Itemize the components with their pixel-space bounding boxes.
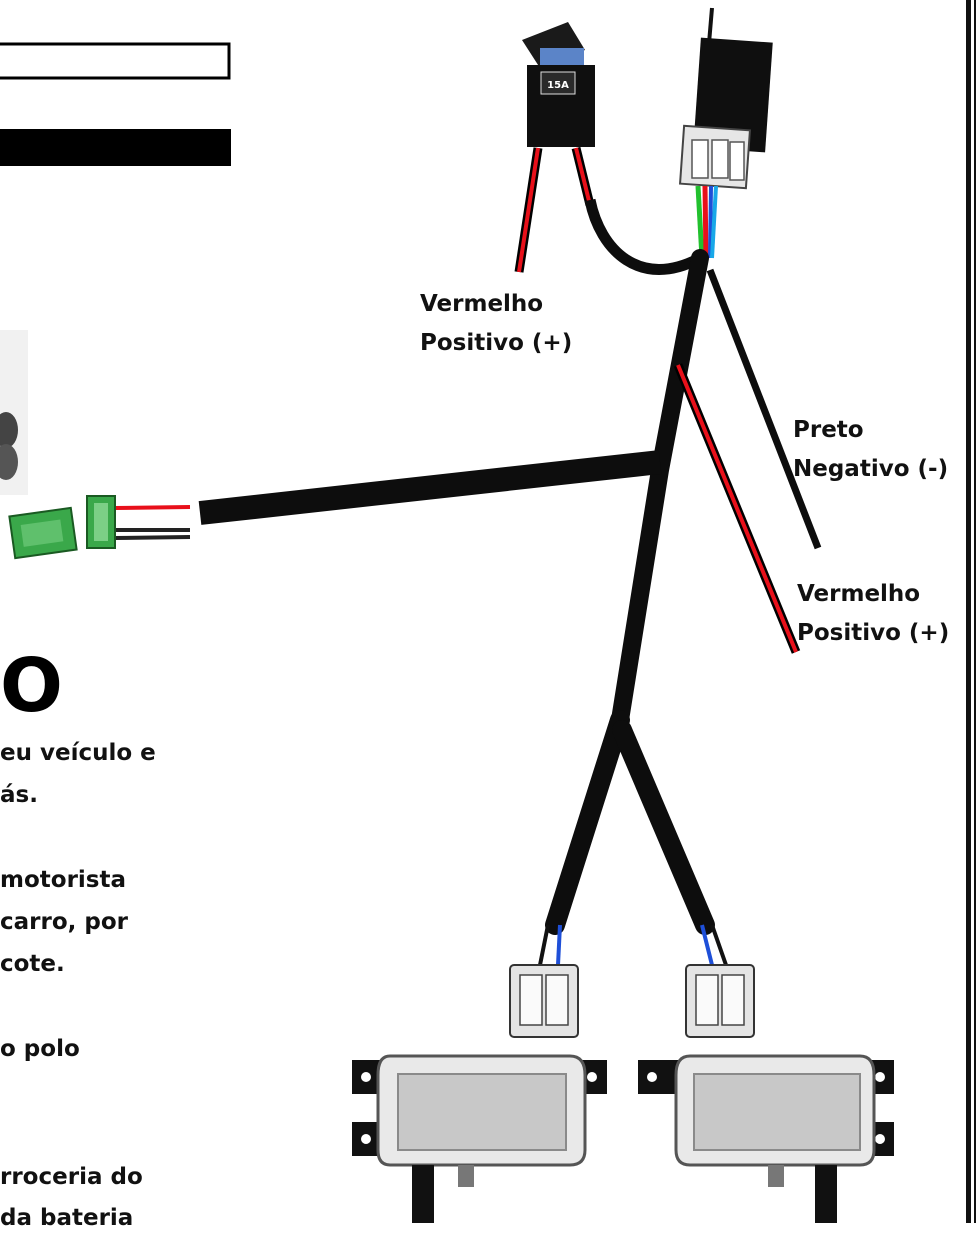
text-line: motorista — [0, 867, 126, 893]
split-harness-right — [612, 720, 715, 935]
switch-connector-icon — [8, 495, 116, 560]
label-red-positive-lower: Vermelho Positivo (+) — [797, 575, 949, 653]
fuse-holder-icon: 15A — [522, 22, 595, 147]
label-black-negative: Preto Negativo (-) — [793, 411, 948, 489]
label-line: Positivo (+) — [420, 330, 573, 356]
text-line: o polo — [0, 1036, 80, 1062]
black-bar — [0, 129, 231, 166]
right-border — [966, 0, 971, 1223]
negative-wire — [706, 268, 822, 550]
text-line: carro, por — [0, 909, 128, 935]
split-harness-left — [545, 710, 630, 935]
grommet-icon — [0, 330, 28, 495]
fuse-rating-label: 15A — [547, 80, 569, 91]
fuse-harness — [584, 198, 703, 275]
text-line: ás. — [0, 782, 38, 808]
lamp-connector-left-icon — [509, 964, 579, 1038]
label-line: Vermelho — [420, 291, 544, 317]
heading-fragment: O — [0, 643, 63, 729]
text-line: rroceria do — [0, 1164, 143, 1190]
lamp-connector-right-icon — [685, 964, 755, 1038]
switch-harness — [198, 450, 662, 525]
text-line: da bateria — [0, 1205, 134, 1231]
right-border-thin — [974, 0, 976, 1223]
fog-lamp-right-icon — [638, 1054, 894, 1223]
fog-lamp-left-icon — [352, 1054, 607, 1223]
label-line: Negativo (-) — [793, 456, 949, 482]
label-line: Preto — [793, 417, 864, 443]
label-red-positive-top: Vermelho Positivo (+) — [420, 285, 572, 363]
main-harness — [611, 249, 709, 729]
label-line: Vermelho — [797, 581, 921, 607]
outline-bar — [0, 42, 231, 80]
relay-icon — [678, 7, 773, 190]
text-line: eu veículo e — [0, 740, 156, 766]
label-line: Positivo (+) — [797, 620, 950, 646]
text-line: cote. — [0, 951, 65, 977]
